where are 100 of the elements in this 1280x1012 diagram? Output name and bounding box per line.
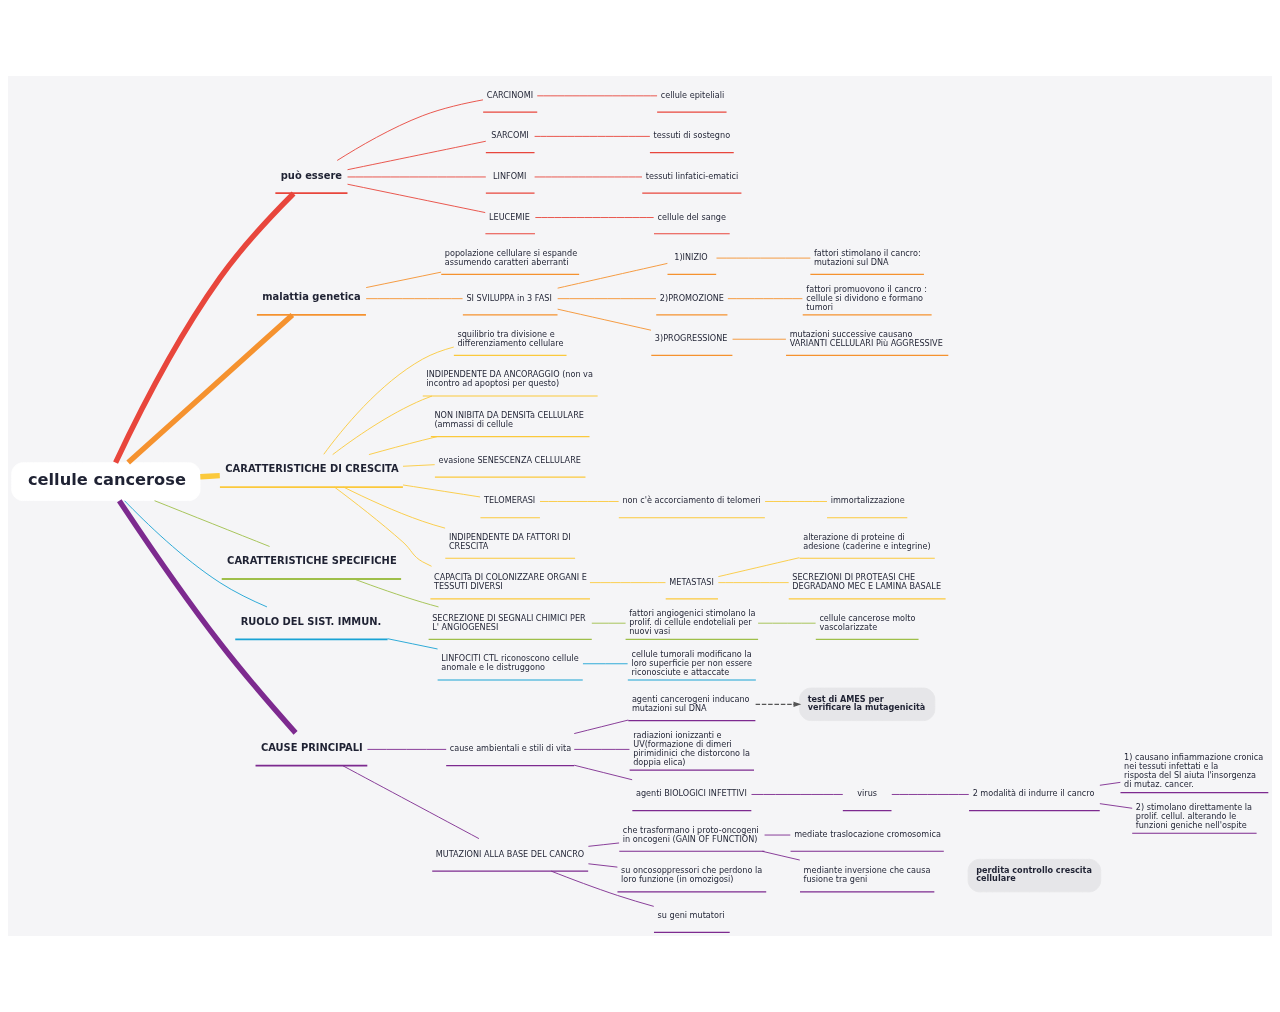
connector: [764, 501, 828, 502]
node-text: fattori angiogenici stimolano la prolif. di cellule endoteliali per nuovi vasi: [629, 608, 756, 637]
node-text: SECREZIONI DI PROTEASI CHE DEGRADANO MEC E LAMINA BASALE: [792, 572, 942, 592]
node-text: immortalizzazione: [830, 495, 905, 506]
node-text: fattori stimolano il cancro: mutazioni sul DNA: [813, 247, 921, 267]
connector: [1099, 781, 1121, 786]
connector: [402, 464, 436, 467]
node-text: mediate traslocazione cromosomica: [794, 829, 941, 840]
node-text: CARCINOMI: [486, 89, 534, 100]
node-text: non c'è accorciamento di telomeri: [622, 495, 761, 506]
node-text: cellule del sange: [657, 211, 726, 222]
node-text: TELOMERASI: [484, 495, 536, 506]
connector: [717, 557, 800, 578]
node-text: CAPACITà DI COLONIZZARE ORGANI E TESSUTI DIVERSI: [434, 572, 587, 592]
connector: [343, 486, 446, 529]
node-text: virus: [857, 788, 878, 799]
connector: [557, 298, 657, 300]
node-text: CARATTERISTICHE SPECIFICHE: [227, 555, 397, 567]
node-text: INDIPENDENTE DA ANCORAGGIO (non va incontro ad apoptosi per questo): [426, 369, 593, 389]
connector: [117, 499, 298, 735]
connector: [365, 271, 442, 288]
node-text: squilibrio tra divisione e differenziamento cellulare: [457, 328, 564, 348]
node-text: 3)PROGRESSIONE: [654, 333, 728, 344]
connector: [536, 95, 658, 97]
node-text: tessuti di sostegno: [653, 130, 731, 141]
node-text: cause ambientali e stili di vita: [449, 743, 572, 754]
node-text: RUOLO DEL SIST. IMMUN.: [240, 615, 382, 627]
connector: [347, 140, 487, 171]
connector: [891, 794, 970, 795]
node-text: agenti BIOLOGICI INFETTIVI: [635, 788, 747, 799]
node-text: MUTAZIONI ALLA BASE DEL CANCRO: [435, 848, 585, 859]
node-text: cellule tumorali modificano la loro superficie per non essere riconosciute e attaccate: [631, 648, 753, 677]
node-box: test di AMES per verificare la mutagenicità: [799, 687, 936, 721]
node-text: può essere: [280, 169, 342, 181]
connector: [334, 486, 432, 567]
connector: [557, 262, 668, 289]
connector: [591, 622, 627, 624]
node-text: LEUCEMIE: [489, 211, 530, 222]
connector: [342, 765, 480, 840]
node-text: agenti cancerogeni inducano mutazioni sul DNA: [631, 693, 750, 713]
node-text: LINFOMI: [493, 170, 527, 181]
node-text: mediante inversione che causa fusione tra geni: [803, 865, 931, 885]
node-text: evasione SENESCENZA CELLULARE: [438, 454, 581, 465]
node-text: cellule epiteliali: [660, 89, 725, 100]
connector: [402, 484, 481, 498]
connector: [717, 582, 790, 584]
connector: [124, 500, 268, 608]
connector: [347, 183, 486, 213]
connector: [368, 436, 438, 456]
connector: [353, 578, 439, 608]
connector: [200, 472, 220, 480]
connector: [582, 663, 629, 665]
connector: [534, 135, 651, 137]
node-text: tessuti linfatici-ematici: [645, 170, 739, 181]
node-text: mutazioni successive causano VARIANTI CELLULARI Più AGGRESSIVE: [789, 328, 943, 348]
connector: [727, 298, 803, 300]
connector: [589, 582, 666, 584]
node-box: cellule cancerose: [11, 462, 201, 502]
connector: [534, 217, 655, 218]
connector: [573, 764, 633, 781]
node-text: su geni mutatori: [657, 910, 725, 921]
node-text: METASTASI: [669, 576, 714, 587]
node-text: 1) causano infiammazione cronica nei tessuti infettati e la risposta del SI aiuta l'insorgenza di mutaz. cancer.: [1124, 752, 1264, 790]
node-text: 2)PROMOZIONE: [659, 292, 724, 303]
connector: [365, 298, 463, 300]
connector: [757, 622, 817, 624]
connector: [387, 638, 439, 650]
arrow: [755, 701, 802, 708]
connector: [587, 842, 620, 847]
connector: [573, 719, 629, 735]
connector: [154, 500, 271, 547]
node-text: che trasformano i proto-oncogeni in oncogeni (GAIN OF FUNCTION): [622, 824, 759, 844]
connector: [367, 748, 447, 750]
node-text: cellule cancerose molto vascolarizzate: [819, 612, 916, 632]
connector: [126, 312, 295, 465]
connector: [573, 748, 630, 750]
connector: [323, 346, 455, 455]
node-text: SI SVILUPPA in 3 FASI: [466, 292, 552, 303]
node-text: 2) stimolano direttamente la prolif. cellul. alterando le funzioni geniche nell'ospite: [1135, 801, 1253, 830]
connector: [557, 308, 652, 331]
node-text: alterazione di proteine di adesione (caderine e integrine): [803, 531, 931, 551]
connector: [751, 794, 844, 795]
connector: [332, 395, 433, 456]
node-text: LINFOCITI CTL riconoscono cellule anomale e le distruggono: [441, 653, 579, 673]
connector: [1099, 803, 1133, 809]
node-text: NON INIBITA DA DENSITà CELLULARE (ammassi di cellule: [434, 409, 584, 429]
node-text: SECREZIONE DI SEGNALI CHIMICI PER L' ANGIOGENESI: [432, 612, 586, 632]
node-text: CARATTERISTICHE DI CRESCITA: [225, 463, 399, 475]
node-text: fattori promuovono il cancro : cellule si dividono e formano tumori: [806, 283, 927, 312]
connector: [539, 501, 620, 502]
connector: [732, 338, 787, 340]
connector: [587, 863, 618, 868]
connector: [113, 191, 296, 464]
node-text: malattia genetica: [262, 291, 361, 303]
node-text: INDIPENDENTE DA FATTORI DI CRESCITA: [448, 531, 571, 551]
node-text: 1)INIZIO: [674, 252, 708, 263]
node-text: CAUSE PRINCIPALI: [260, 742, 363, 754]
connector: [550, 870, 655, 907]
node-text: 2 modalità di indurre il cancro: [972, 788, 1095, 799]
node-text: SARCOMI: [491, 130, 529, 141]
